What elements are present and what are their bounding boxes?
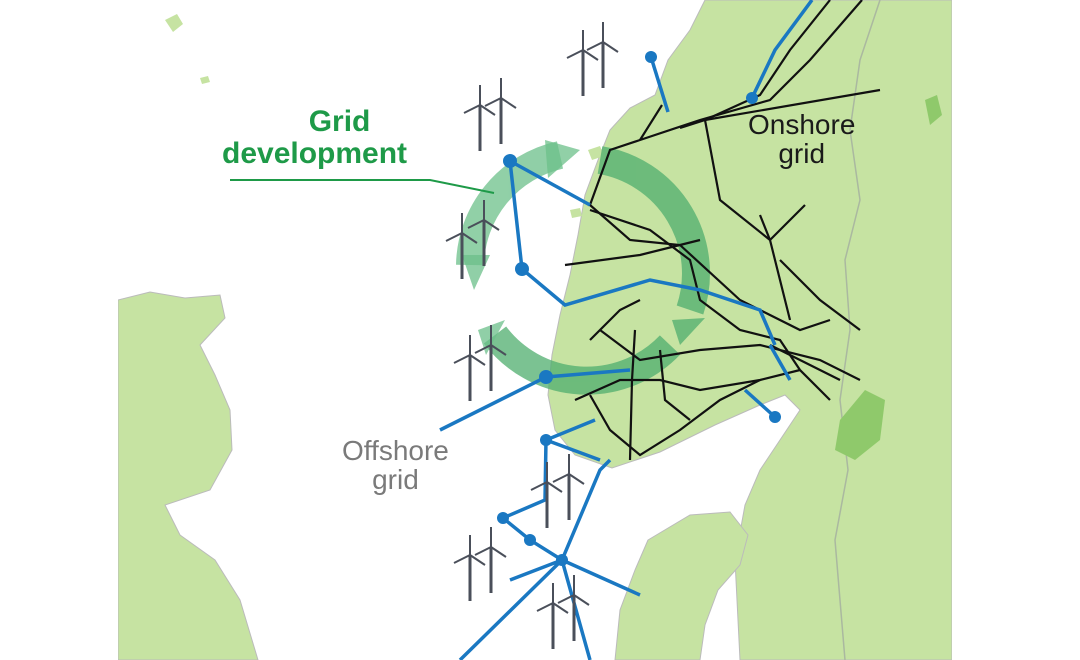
lake (835, 95, 942, 460)
cable-node-icon (497, 51, 781, 566)
offshore-line2: grid (372, 464, 419, 496)
onshore-line2: grid (778, 138, 826, 170)
grid-development-label: Grid development (222, 106, 407, 169)
denmark-land (614, 511, 749, 660)
offshore-grid-label: Offshore grid (342, 436, 449, 495)
offshore-line1: Offshore (342, 435, 449, 466)
scotland-land (118, 291, 259, 660)
grid-development-line2: development (222, 136, 408, 170)
grid-development-line1: Grid (308, 105, 371, 138)
onshore-grid-label: Onshore grid (748, 110, 855, 169)
onshore-line1: Onshore (748, 109, 856, 140)
onshore-cables (564, 0, 881, 461)
grid-development-leader (230, 179, 495, 194)
